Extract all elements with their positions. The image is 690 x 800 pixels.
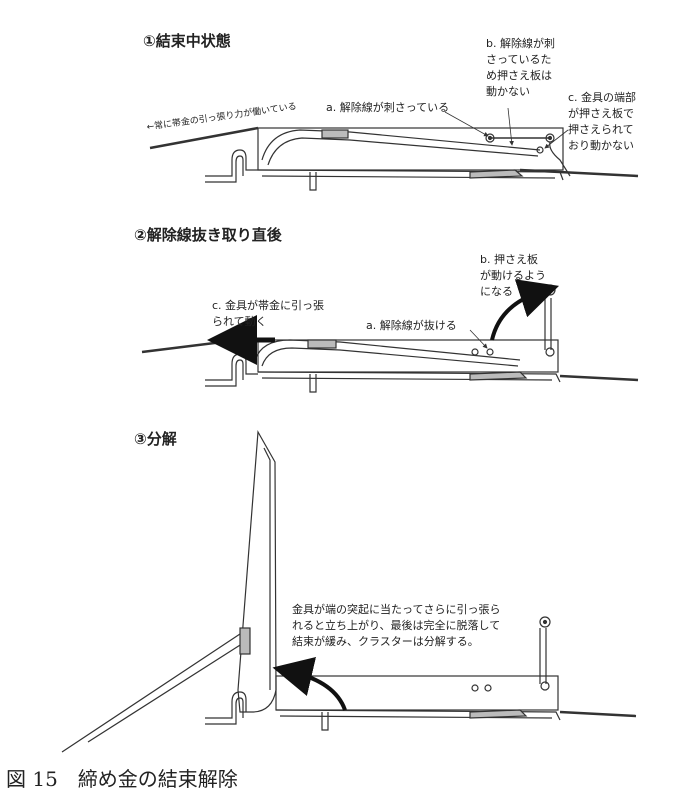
panel-3-title: ③分解 [134, 430, 177, 448]
band-right [519, 168, 639, 178]
buckle-body [257, 339, 559, 373]
panel-1-label-b: b. 解除線が刺 さっているた め押さえ板は 動かない [486, 37, 555, 98]
band-left [149, 126, 259, 150]
panel-1-label-a: a. 解除線が刺さっている [326, 101, 450, 114]
buckle-body [257, 127, 564, 171]
panel-1-title: ①結束中状態 [143, 32, 231, 50]
hook-left [205, 149, 258, 177]
panel-2-label-a: a. 解除線が抜ける [366, 319, 457, 332]
clip-fitting [261, 129, 541, 161]
panel-3-drawing [61, 429, 637, 753]
stand-up-arrow [272, 657, 347, 711]
panel-2-drawing [141, 279, 639, 393]
band-right [559, 374, 639, 382]
panel-2-label-c: c. 金具が帯金に引っ張 られて動く [212, 299, 325, 328]
panel-3-note: 金具が端の突起に当たってさらに引っ張ら れると立ち上がり、最後は完全に脱落して … [292, 603, 501, 648]
press-plate [544, 298, 552, 350]
panel-1-label-c: c. 金具の端部 が押さえ板で 押さえられて おり動かない [568, 91, 637, 152]
panel-2-title: ②解除線抜き取り直後 [134, 226, 282, 244]
plate-move-arrow [490, 279, 560, 341]
panel-1-drawing [149, 107, 639, 191]
figure-caption: 図 15 締め金の結束解除 [6, 767, 238, 791]
band-diagonal [61, 629, 249, 753]
press-plate [549, 141, 571, 177]
panel-2-label-b: b. 押さえ板 が動けるよう になる [480, 253, 546, 298]
band-right [559, 710, 637, 718]
clip-fitting [254, 339, 521, 361]
